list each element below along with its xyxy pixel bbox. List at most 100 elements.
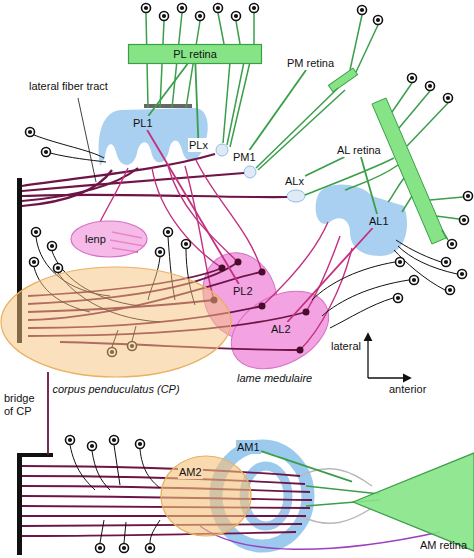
cell-body xyxy=(96,544,105,553)
fiber xyxy=(22,173,244,191)
fiber xyxy=(305,158,394,195)
node-label: ALx xyxy=(284,174,305,188)
cell-body xyxy=(396,258,405,267)
fiber-connector xyxy=(148,64,187,116)
node-label: AM retina xyxy=(419,538,468,552)
fiber xyxy=(322,280,409,316)
fiber xyxy=(22,524,302,526)
fiber xyxy=(300,508,372,523)
cell-body xyxy=(196,12,205,21)
fiber xyxy=(100,168,128,222)
text-holder: ALx xyxy=(284,174,305,188)
fiber xyxy=(258,90,345,170)
text-holder: AL2 xyxy=(270,322,292,336)
text-holder: PM1 xyxy=(232,150,257,164)
cell-body xyxy=(30,258,39,267)
cell-body xyxy=(54,264,63,273)
retina-label: AL retina xyxy=(336,143,382,157)
cell-body xyxy=(464,192,473,201)
fiber xyxy=(442,230,448,240)
node-label: lenp xyxy=(84,232,107,246)
fiber xyxy=(436,216,459,219)
node-label: PM1 xyxy=(232,150,257,164)
fiber xyxy=(388,178,404,202)
retina-bar xyxy=(328,68,357,92)
fiber-connector xyxy=(261,451,352,481)
axis-arrow xyxy=(367,334,368,378)
axis-label: anterior xyxy=(388,383,427,396)
fiber xyxy=(100,520,104,543)
terminal-dot xyxy=(297,347,304,354)
text-holder: PLx xyxy=(188,138,209,152)
terminal-dot xyxy=(235,259,242,266)
fiber xyxy=(152,168,222,268)
neuropil-label: PLx xyxy=(188,138,209,152)
neuropil-outline xyxy=(244,166,256,178)
fiber xyxy=(140,449,160,488)
fiber xyxy=(300,469,372,486)
neuropil-label: ALx xyxy=(284,174,305,188)
fiber xyxy=(407,103,448,146)
node-outline xyxy=(160,455,252,537)
fiber xyxy=(218,13,230,143)
fiber xyxy=(22,515,306,517)
fiber xyxy=(256,88,338,168)
cell-body xyxy=(120,544,129,553)
node-outline xyxy=(352,452,474,552)
text-holder: PL retina xyxy=(128,44,262,64)
outline-shape xyxy=(1,267,231,377)
cell-body xyxy=(110,436,119,445)
cell-body xyxy=(232,12,241,21)
fiber xyxy=(92,451,110,490)
terminal-dot xyxy=(303,309,310,316)
leader-line xyxy=(78,98,96,182)
cell-body xyxy=(408,74,417,83)
node-label: corpus penduculatus (CP) xyxy=(51,382,180,396)
fiber xyxy=(356,25,378,72)
node-label: AL retina xyxy=(336,143,382,157)
neuropil-label: PL2 xyxy=(232,284,254,298)
axis-arrow xyxy=(368,377,410,378)
bridge-fiber xyxy=(47,372,49,455)
neuropil-ellipse: corpus penduculatus (CP) xyxy=(0,266,232,396)
cell-body xyxy=(48,242,57,251)
cell-body xyxy=(250,4,259,13)
text-holder: AM2 xyxy=(160,455,252,537)
text-holder: AL1 xyxy=(368,214,390,228)
neuropil-label: AM1 xyxy=(236,440,261,454)
connector-group xyxy=(147,64,377,482)
terminal-mark xyxy=(144,104,192,108)
fiber xyxy=(394,250,445,290)
cell-body xyxy=(66,436,75,445)
region-label: lame medulaire xyxy=(236,372,313,385)
fiber xyxy=(22,170,112,206)
region-label: bridge of CP xyxy=(3,392,45,418)
node-outline xyxy=(70,220,148,258)
node-label: AM1 xyxy=(236,440,261,454)
neuropil-label: AL2 xyxy=(270,322,292,336)
cell-body xyxy=(214,4,223,13)
cell-body xyxy=(88,442,97,451)
cell-body xyxy=(164,228,173,237)
outline-shape xyxy=(353,453,474,551)
fiber xyxy=(398,246,457,274)
fiber xyxy=(114,445,120,485)
retinal-fibers xyxy=(146,13,463,506)
fiber xyxy=(306,486,380,494)
node-label: AM2 xyxy=(178,465,203,479)
cell-body xyxy=(442,258,451,267)
fiber-connector xyxy=(287,228,372,322)
cell-body xyxy=(182,240,191,249)
fiber xyxy=(392,83,412,112)
cell-body xyxy=(374,16,383,25)
fiber-connector xyxy=(361,157,377,214)
retina-shape: AM retina xyxy=(352,452,474,552)
text-holder: AM1 xyxy=(236,440,261,454)
text-holder: lenp xyxy=(70,220,148,258)
text-holder: PL1 xyxy=(132,116,154,130)
fiber xyxy=(70,445,95,490)
cell-body xyxy=(458,270,467,279)
neuropil-ellipse: AM2 xyxy=(160,455,252,537)
fiber xyxy=(34,135,104,158)
